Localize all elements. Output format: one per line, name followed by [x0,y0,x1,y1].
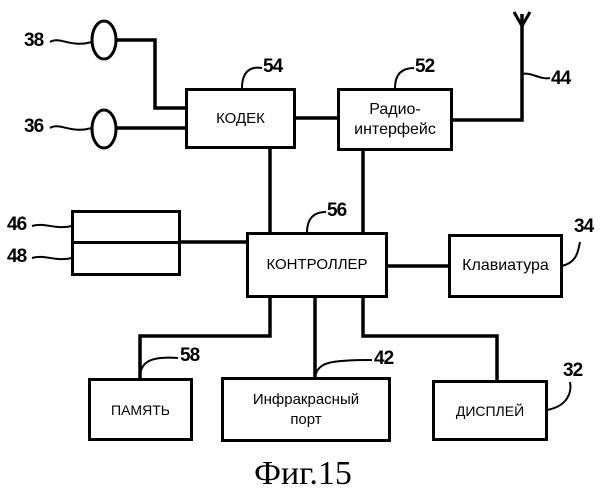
leader-46 [32,225,72,227]
leader-44 [522,74,550,79]
ref-56: 56 [327,200,346,222]
leader-34 [562,242,580,266]
radio-label-line1: Радио- [369,100,421,120]
leader-42 [315,360,372,377]
keyboard-label: Клавиатура [462,256,549,276]
ref-52: 52 [415,56,434,78]
leader-36 [50,126,92,129]
memory-label: ПАМЯТЬ [111,400,170,420]
leader-32 [547,382,570,410]
card-slot-48 [71,241,181,276]
ref-48: 48 [7,246,26,268]
radio-label-line2: интерфейс [354,120,436,140]
ref-44: 44 [551,68,570,90]
display-label: ДИСПЛЕЙ [456,401,524,421]
codec-label: КОДЕК [216,109,265,129]
leader-52 [395,68,414,88]
ref-34: 34 [574,216,593,238]
leader-58 [140,358,178,378]
infrared-label-line1: Инфракрасный [253,390,359,410]
controller-block: КОНТРОЛЛЕР [246,232,388,298]
infrared-label-line2: порт [290,410,321,430]
figure-caption: Фиг.15 [0,455,606,493]
infrared-port-block: Инфракрасный порт [221,377,391,442]
keyboard-block: Клавиатура [448,234,563,298]
microphone-36-icon [92,110,116,148]
card-slot-46 [71,210,181,244]
memory-block: ПАМЯТЬ [88,378,193,441]
ref-46: 46 [7,214,26,236]
controller-label: КОНТРОЛЛЕР [266,255,367,275]
ref-38: 38 [24,30,43,52]
leader-56 [307,212,326,233]
display-block: ДИСПЛЕЙ [432,380,548,441]
leader-48 [32,257,72,259]
microphone-38-icon [92,21,116,59]
leader-38 [50,40,92,43]
ref-58: 58 [180,345,199,367]
ref-36: 36 [24,116,43,138]
ref-54: 54 [263,56,282,78]
codec-block: КОДЕК [185,88,296,149]
leader-54 [242,68,262,88]
ref-42: 42 [374,348,393,370]
radio-interface-block: Радио- интерфейс [337,88,453,151]
ref-32: 32 [563,360,582,382]
